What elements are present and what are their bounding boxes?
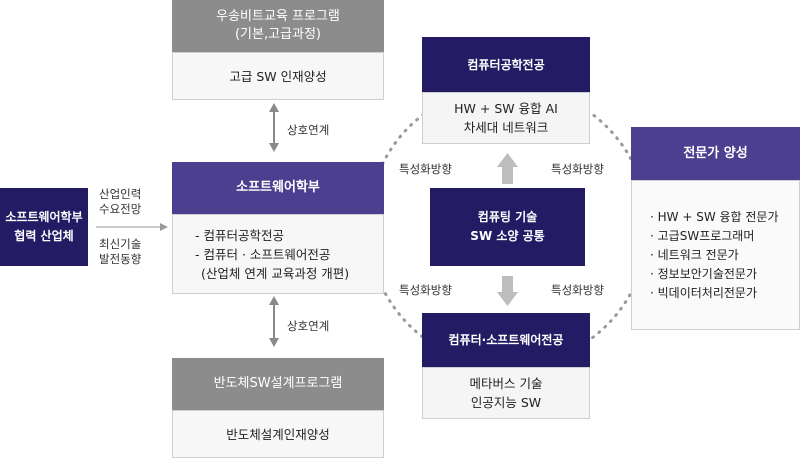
industry-line1: 소프트웨어학부: [5, 210, 83, 224]
csw-major-body-line2: 인공지능 SW: [470, 395, 542, 410]
core-down-arrow-shaft: [502, 276, 513, 293]
csw-major-body-line1: 메타버스 기술: [469, 376, 543, 391]
experts-item: · 네트워크 전문가: [650, 247, 739, 262]
experts-body: · HW + SW 융합 전문가 · 고급SW프로그래머 · 네트워크 전문가 …: [631, 180, 800, 330]
direction-label-bottom-left: 특성화방향: [399, 283, 452, 297]
direction-label-bottom-right: 특성화방향: [551, 283, 604, 297]
mutual-top-head-up: [269, 103, 279, 112]
cs-major-body-line2: 차세대 네트워크: [463, 120, 549, 135]
trend-label-line2: 발전동향: [99, 252, 142, 266]
bottom-program-title: 반도체SW설계프로그램: [213, 376, 343, 391]
direction-label-top-right: 특성화방향: [551, 162, 604, 176]
top-program-title-line2: (기본,고급과정): [234, 27, 322, 42]
experts-item: · 고급SW프로그래머: [650, 228, 755, 243]
industry-line2: 협력 산업체: [14, 229, 74, 243]
core-line2: SW 소양 공통: [470, 229, 545, 243]
direction-label-top-left: 특성화방향: [399, 162, 452, 176]
core-down-arrow-head: [497, 292, 518, 306]
cs-major-title: 컴퓨터공학전공: [467, 57, 545, 72]
core-line1: 컴퓨팅 기술: [477, 210, 538, 224]
top-program-body-text: 고급 SW 인재양성: [229, 68, 327, 84]
experts-title: 전문가 양성: [683, 145, 748, 161]
department-header: 소프트웨어학부: [172, 162, 384, 214]
top-program-title-line1: 우송비트교육 프로그램: [216, 9, 340, 24]
department-item: (산업체 연계 교육과정 개편): [201, 265, 350, 281]
core-up-arrow-shaft: [502, 166, 513, 184]
experts-item: · HW + SW 융합 전문가: [650, 209, 779, 224]
trend-label-line1: 최신기술: [99, 237, 142, 251]
mutual-bottom-label: 상호연계: [287, 319, 330, 333]
mutual-top-head-down: [269, 143, 279, 152]
top-program-body: 고급 SW 인재양성: [172, 52, 384, 100]
csw-major-header: 컴퓨터·소프트웨어전공: [422, 313, 590, 367]
bottom-program-body-text: 반도체설계인재양성: [226, 426, 330, 442]
mutual-bottom-head-up: [269, 296, 279, 305]
top-program-header: 우송비트교육 프로그램 (기본,고급과정): [172, 0, 384, 52]
core-box: 컴퓨팅 기술 SW 소양 공통: [430, 188, 585, 266]
experts-item: · 빅데이터처리전문가: [650, 285, 757, 300]
department-item: - 컴퓨터공학전공: [195, 227, 284, 243]
experts-header: 전문가 양성: [631, 127, 800, 180]
industry-arrow-head: [160, 223, 168, 231]
department-body: - 컴퓨터공학전공 - 컴퓨터 · 소프트웨어전공 (산업체 연계 교육과정 개…: [172, 214, 384, 294]
bottom-program-header: 반도체SW설계프로그램: [172, 358, 384, 410]
mutual-top-label: 상호연계: [287, 123, 330, 137]
industry-box: 소프트웨어학부 협력 산업체: [0, 188, 88, 266]
demand-label-line1: 산업인력: [99, 187, 142, 201]
experts-item: · 정보보안기술전문가: [650, 266, 757, 281]
demand-label-line2: 수요전망: [99, 202, 142, 216]
cs-major-header: 컴퓨터공학전공: [422, 37, 590, 92]
department-title: 소프트웨어학부: [236, 180, 320, 195]
csw-major-body: 메타버스 기술 인공지능 SW: [422, 367, 590, 419]
trend-label: 최신기술 발전동향: [99, 237, 141, 267]
core-up-arrow-head: [497, 153, 518, 167]
cs-major-body: HW + SW 융합 AI 차세대 네트워크: [422, 92, 590, 144]
cs-major-body-line1: HW + SW 융합 AI: [454, 101, 558, 116]
demand-label: 산업인력 수요전망: [99, 187, 141, 217]
bottom-program-body: 반도체설계인재양성: [172, 410, 384, 458]
department-item: - 컴퓨터 · 소프트웨어전공: [195, 246, 331, 262]
mutual-bottom-head-down: [269, 338, 279, 347]
csw-major-title: 컴퓨터·소프트웨어전공: [448, 333, 564, 347]
